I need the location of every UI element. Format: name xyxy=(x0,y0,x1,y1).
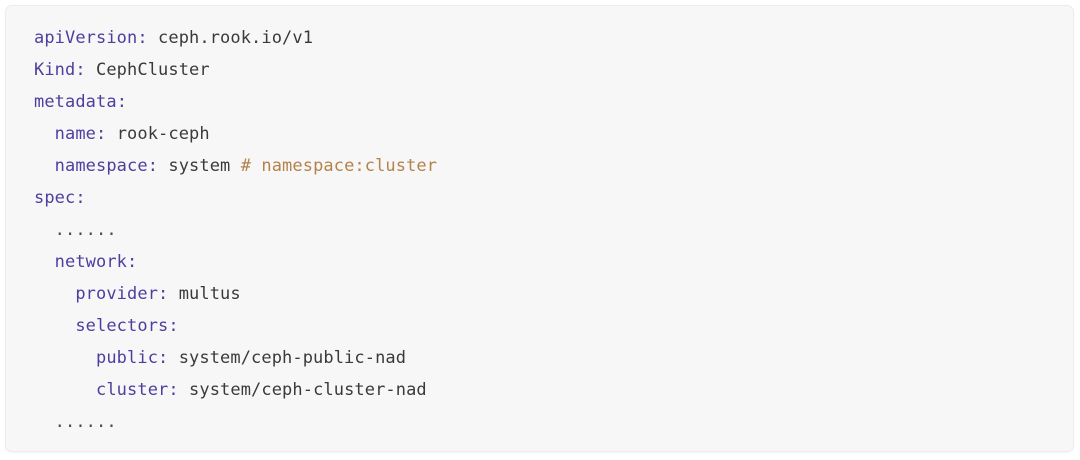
yaml-key: spec xyxy=(34,188,76,208)
code-line: cluster: system/ceph-cluster-nad xyxy=(34,374,1073,406)
code-line: apiVersion: ceph.rook.io/v1 xyxy=(34,22,1073,54)
yaml-key: selectors xyxy=(75,316,169,336)
yaml-value: ceph.rook.io/v1 xyxy=(158,28,314,48)
code-line: network: xyxy=(34,246,1073,278)
code-line: ...... xyxy=(34,406,1073,438)
code-line: metadata: xyxy=(34,86,1073,118)
code-indent xyxy=(34,284,75,304)
yaml-key: namespace xyxy=(54,156,148,176)
yaml-colon: : xyxy=(168,380,190,400)
code-ellipsis: ...... xyxy=(54,412,117,432)
code-line: public: system/ceph-public-nad xyxy=(34,342,1073,374)
code-indent xyxy=(34,156,55,176)
yaml-key: network xyxy=(54,252,128,272)
yaml-value: CephCluster xyxy=(96,60,210,80)
code-indent xyxy=(34,124,55,144)
yaml-value: system xyxy=(168,156,241,176)
code-line: spec: xyxy=(34,182,1073,214)
code-indent xyxy=(34,412,55,432)
code-line: ...... xyxy=(34,214,1073,246)
code-line: selectors: xyxy=(34,310,1073,342)
yaml-key: public xyxy=(96,348,159,368)
code-indent xyxy=(34,380,96,400)
code-indent xyxy=(34,252,55,272)
yaml-colon: : xyxy=(137,28,159,48)
yaml-colon: : xyxy=(158,284,179,304)
yaml-colon: : xyxy=(147,156,169,176)
yaml-value: system/ceph-cluster-nad xyxy=(189,380,427,400)
yaml-colon: : xyxy=(75,60,97,80)
code-line: Kind: CephCluster xyxy=(34,54,1073,86)
yaml-colon: : xyxy=(96,124,117,144)
code-indent xyxy=(34,220,55,240)
yaml-comment: # namespace:cluster xyxy=(240,156,438,176)
yaml-colon: : xyxy=(158,348,179,368)
yaml-key: Kind xyxy=(34,60,76,80)
yaml-colon: : xyxy=(116,92,128,112)
code-ellipsis: ...... xyxy=(54,220,117,240)
yaml-key: apiVersion xyxy=(34,28,138,48)
yaml-value: multus xyxy=(178,284,241,304)
code-line: provider: multus xyxy=(34,278,1073,310)
yaml-colon: : xyxy=(127,252,138,272)
yaml-key: metadata xyxy=(34,92,117,112)
yaml-key: cluster xyxy=(96,380,169,400)
code-line: namespace: system # namespace:cluster xyxy=(34,150,1073,182)
code-line: name: rook-ceph xyxy=(34,118,1073,150)
code-indent xyxy=(34,316,75,336)
code-indent xyxy=(34,348,96,368)
yaml-colon: : xyxy=(75,188,86,208)
yaml-value: system/ceph-public-nad xyxy=(178,348,407,368)
yaml-key: provider xyxy=(75,284,159,304)
yaml-value: rook-ceph xyxy=(116,124,210,144)
yaml-colon: : xyxy=(168,316,179,336)
yaml-key: name xyxy=(54,124,97,144)
